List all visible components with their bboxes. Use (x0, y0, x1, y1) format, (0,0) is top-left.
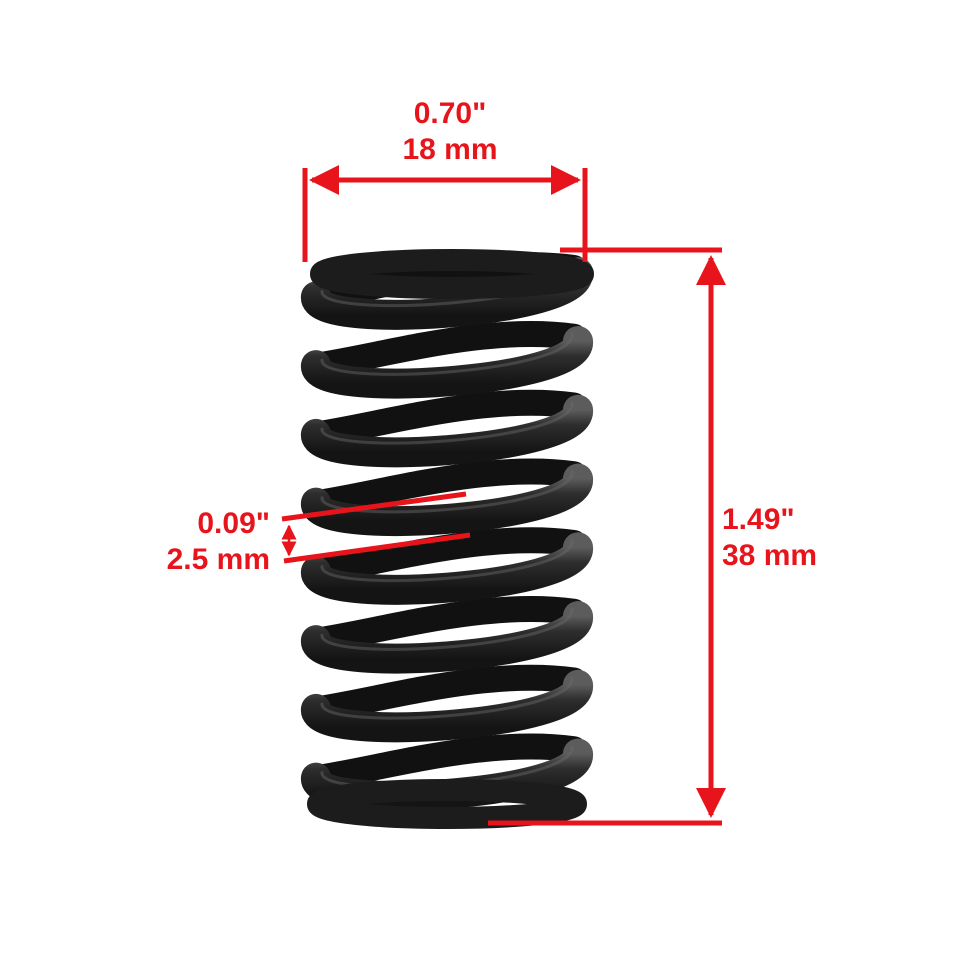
spring-coil-highlight (320, 676, 574, 720)
width-inches: 0.70" (413, 97, 487, 130)
spring-front-coil (301, 669, 593, 743)
spring-coil-highlight (320, 401, 574, 445)
pitch-extension-upper (281, 491, 467, 522)
spring-back-strand (307, 458, 587, 516)
coil-spring (301, 249, 594, 829)
pitch-extension-lower (283, 532, 471, 564)
spring-coil-highlight (320, 538, 574, 583)
pitch-label: 0.09" 2.5 mm (110, 506, 270, 578)
spring-top-end (310, 249, 594, 299)
spring-bottom-end (307, 779, 587, 829)
spring-coil-highlight (320, 607, 574, 651)
height-dimension (488, 247, 726, 826)
spring-back-strand (307, 389, 587, 447)
pitch-dimension (281, 491, 471, 564)
pitch-inches: 0.09" (197, 507, 270, 540)
spring-back-strand (307, 527, 587, 585)
spring-coil-highlight (320, 332, 574, 376)
spring-front-coil (301, 601, 593, 674)
spring-back-strand (307, 320, 587, 379)
spring-front-coil (301, 394, 593, 468)
width-dimension (302, 165, 588, 262)
spring-back-strand (307, 595, 587, 654)
spring-front-coil (301, 326, 593, 399)
width-label: 0.70" 18 mm (350, 96, 550, 168)
spring-front-coil (301, 532, 593, 605)
height-inches: 1.49" (722, 503, 795, 536)
width-mm: 18 mm (402, 133, 498, 166)
height-mm: 38 mm (722, 539, 818, 572)
height-label: 1.49" 38 mm (722, 502, 862, 574)
spring-back-strand (307, 664, 587, 722)
spring-back-strand (307, 733, 587, 791)
spring-coil-highlight (320, 470, 574, 514)
pitch-mm: 2.5 mm (166, 543, 270, 576)
